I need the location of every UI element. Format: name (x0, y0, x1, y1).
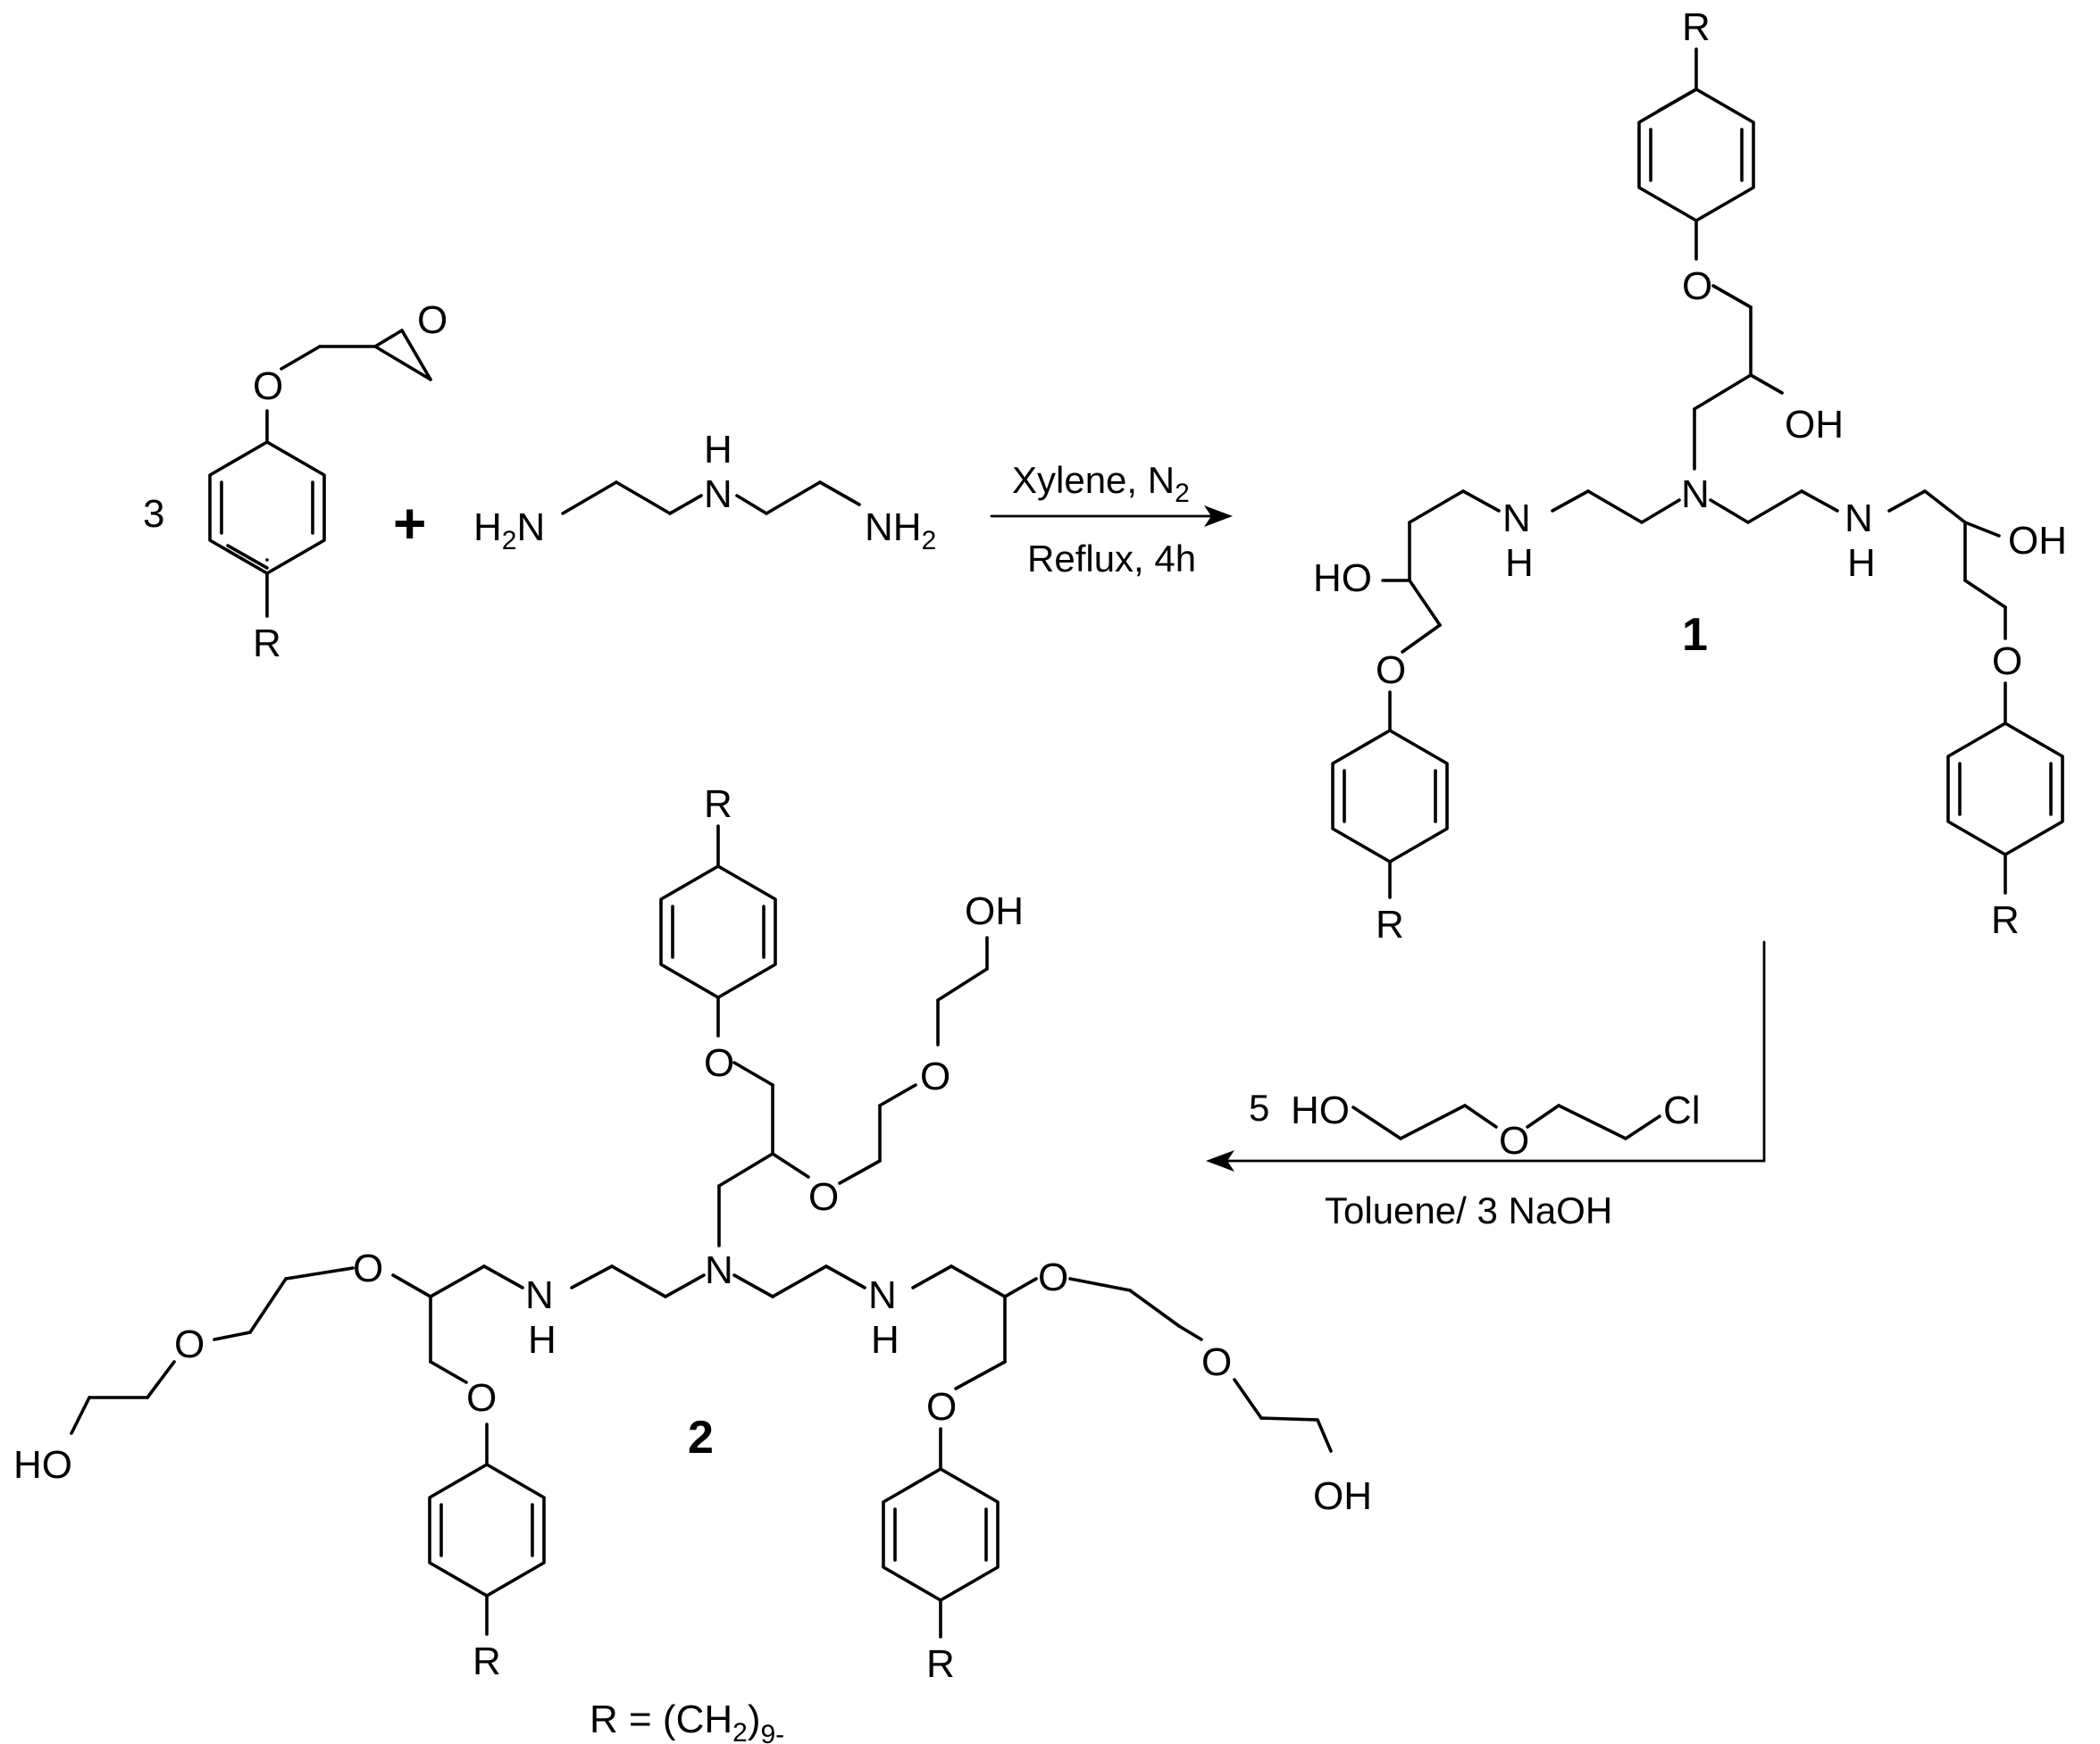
p1-left-hydroxyl: HO (1313, 556, 1372, 600)
reactant1-coefficient: 3 (143, 492, 164, 536)
p2-right-nh-h: H (871, 1318, 899, 1362)
p2-right-nh-n: N (868, 1273, 897, 1317)
p2-right-pe-oxygen-2: O (1201, 1340, 1232, 1384)
reactant1-r-group: R (253, 622, 281, 665)
p2-left-r: R (473, 1640, 501, 1683)
p2-central-nitrogen: N (705, 1248, 733, 1292)
p2-right-r: R (926, 1642, 955, 1686)
p1-left-nh-n: N (1502, 496, 1531, 540)
dien-nh2-right: NH2 (865, 505, 936, 555)
p2-top-hydroxyl: OH (965, 889, 1024, 933)
step2-reagent-coefficient: 5 (1249, 1087, 1269, 1129)
p1-right-nh-h: H (1847, 541, 1876, 585)
p2-top-r: R (704, 782, 732, 826)
step2-reagent-chlorine: Cl (1663, 1089, 1701, 1132)
p2-top-aryl-oxygen: O (704, 1041, 734, 1085)
p2-left-hydroxyl: HO (13, 1443, 72, 1487)
plus-sign: + (393, 491, 426, 555)
p2-right-aryl-oxygen: O (926, 1385, 957, 1429)
p1-right-oxygen: O (1992, 639, 2022, 683)
product-2-structure: R O O O OH N N H O (13, 782, 1372, 1686)
p1-left-nh-h: H (1505, 541, 1534, 585)
p2-left-pe-oxygen-2: O (174, 1323, 205, 1366)
p1-right-nh-n: N (1845, 496, 1873, 540)
p2-left-nh-h: H (528, 1318, 556, 1362)
reactant-glycidyl-ether: 3 O O R (143, 298, 448, 665)
p1-top-hydroxyl: OH (1785, 403, 1844, 446)
step2-conditions: Toluene/ 3 NaOH (1325, 1189, 1612, 1231)
dien-nh-h: H (704, 428, 732, 471)
p2-left-nh-n: N (525, 1273, 554, 1317)
p2-left-aryl-oxygen: O (466, 1376, 497, 1420)
p2-top-pe-oxygen-2: O (920, 1055, 950, 1098)
p1-right-hydroxyl: OH (2008, 519, 2067, 563)
p1-right-r: R (1991, 898, 2020, 942)
p1-top-r: R (1682, 5, 1711, 49)
product-1-structure: R O OH N N H HO O R (1313, 5, 2067, 947)
p1-left-r: R (1376, 903, 1404, 947)
p1-left-oxygen: O (1376, 648, 1406, 692)
product1-label: 1 (1682, 609, 1708, 661)
p2-right-hydroxyl: OH (1313, 1474, 1372, 1518)
step1-conditions-line2: Reflux, 4h (1027, 538, 1196, 580)
dien-h2n-h: H2N (473, 505, 545, 555)
reactant1-epoxide-oxygen: O (417, 298, 448, 342)
p1-top-oxygen: O (1682, 264, 1712, 308)
r-group-definition: R = (CH2)9- (590, 1698, 784, 1744)
step2-reagent-ether-oxygen: O (1499, 1119, 1529, 1163)
p2-right-pe-oxygen-1: O (1038, 1256, 1068, 1299)
step2-reagent-ho: HO (1291, 1089, 1350, 1132)
step1-conditions-line1: Xylene, N2 (1012, 459, 1190, 508)
reactant1-ether-oxygen: O (253, 364, 283, 408)
p2-left-pe-oxygen-1: O (353, 1247, 383, 1290)
dien-nh-n: N (704, 472, 732, 516)
p2-top-pe-oxygen-1: O (808, 1175, 839, 1219)
reactant-diethylenetriamine: H2N H N NH2 (473, 428, 936, 555)
reaction-arrow-1: Xylene, N2 Reflux, 4h (990, 459, 1233, 580)
reaction-arrow-2: 5 HO O Cl Toluene/ 3 NaOH (1206, 940, 1766, 1231)
p1-central-nitrogen: N (1681, 472, 1710, 516)
product2-label: 2 (688, 1412, 714, 1464)
